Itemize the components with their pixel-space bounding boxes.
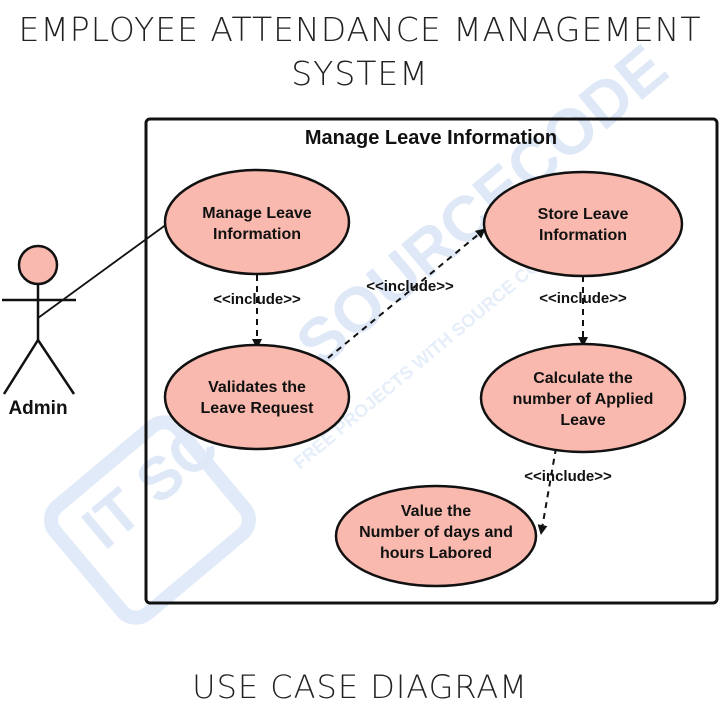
usecase-manage-leave-line-2: Information: [213, 226, 301, 243]
include-label-4: <<include>>: [524, 468, 612, 485]
system-boundary-title: Manage Leave Information: [305, 127, 557, 149]
usecase-store-leave-information[interactable]: Store Leave Information: [482, 170, 684, 278]
diagram-title: EMPLOYEE ATTENDANCE MANAGEMENT SYSTEM: [0, 8, 720, 96]
usecase-store-leave-line-2: Information: [539, 227, 627, 244]
usecase-validates-leave-line-1: Validates the: [208, 379, 306, 396]
usecase-value-days-hours[interactable]: Value the Number of days and hours Labor…: [334, 484, 538, 588]
usecase-calculate-leave-line-2: number of Applied: [513, 391, 654, 408]
usecase-manage-leave-information[interactable]: Manage Leave Information: [163, 168, 351, 276]
usecase-value-days-line-1: Value the: [401, 503, 471, 520]
usecase-manage-leave-shape: [163, 168, 351, 276]
diagram-title-line-2: SYSTEM: [291, 54, 429, 93]
usecase-calculate-leave-shape: [479, 342, 687, 454]
diagram-title-line-1: EMPLOYEE ATTENDANCE MANAGEMENT: [18, 10, 702, 49]
diagram-footer: USE CASE DIAGRAM: [192, 668, 528, 706]
include-label-1: <<include>>: [213, 291, 301, 308]
usecase-validates-leave-request[interactable]: Validates the Leave Request: [163, 343, 351, 451]
usecase-validates-leave-shape: [163, 343, 351, 451]
include-label-3: <<include>>: [539, 290, 627, 307]
usecase-value-days-line-2: Number of days and: [359, 524, 513, 541]
usecase-value-days-line-3: hours Labored: [380, 545, 492, 562]
association-line: [37, 223, 168, 319]
usecase-calculate-applied-leave[interactable]: Calculate the number of Applied Leave: [479, 342, 687, 454]
usecase-calculate-leave-line-3: Leave: [560, 412, 605, 429]
system-boundary: [144, 117, 719, 605]
watermark-logo-frame: [44, 415, 256, 625]
actor-admin[interactable]: Admin: [2, 244, 76, 419]
actor-right-leg: [36, 339, 76, 395]
usecase-store-leave-shape: [482, 170, 684, 278]
actor-label: Admin: [8, 398, 67, 419]
usecase-calculate-leave-line-1: Calculate the: [533, 370, 633, 387]
include-arrow-validate-to-store: [327, 228, 486, 359]
include-label-2: <<include>>: [366, 278, 454, 295]
usecase-manage-leave-line-1: Manage Leave: [202, 205, 311, 222]
actor-left-leg: [2, 339, 40, 395]
include-arrow-calculate-to-value: [537, 447, 557, 535]
actor-head: [17, 244, 59, 286]
usecase-store-leave-line-1: Store Leave: [538, 206, 629, 223]
usecase-value-days-shape: [334, 484, 538, 588]
usecase-validates-leave-line-2: Leave Request: [201, 400, 315, 417]
